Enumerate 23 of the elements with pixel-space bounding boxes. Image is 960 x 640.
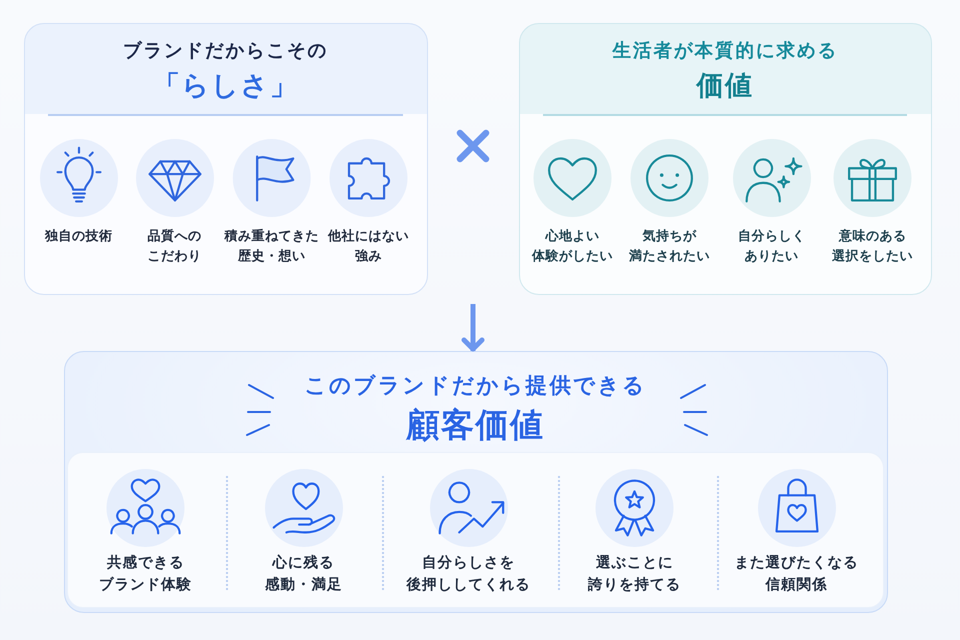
panel-title: 価値 (696, 70, 754, 102)
panel-card (24, 23, 428, 295)
item-label: 独自の技術 (44, 226, 112, 244)
item-label: 積み重ねてきた歴史・想い (224, 226, 319, 264)
panel-card (64, 351, 888, 613)
item-label: 自分らしくありたい (738, 226, 806, 265)
panel-heading: ブランドだからこその (123, 39, 328, 61)
panel-title: 「らしさ」 (152, 70, 298, 102)
item-label: 心地よい体験がしたい (532, 226, 613, 264)
item-label: また選びたくなる信頼関係 (734, 554, 858, 594)
panel-title: 顧客価値 (406, 406, 545, 444)
item-label: 気持ちが満たされたい (629, 226, 710, 264)
panel-card (519, 23, 932, 295)
panel-heading: このブランドだから提供できる (304, 374, 647, 398)
panel-heading: 生活者が本質的に求める (612, 39, 838, 61)
item-label: 選ぶことに誇りを持てる (588, 554, 681, 594)
item-label: 品質へのこだわり (148, 226, 202, 264)
item-label: 心に残る感動・満足 (264, 553, 342, 594)
item-label: 意味のある選択をしたい (832, 226, 913, 264)
item-label: 他社にはない強み (328, 226, 409, 264)
item-label: 自分らしさを後押ししてくれる (406, 554, 530, 594)
item-label: 共感できるブランド体験 (99, 554, 192, 594)
arrow (462, 304, 484, 352)
